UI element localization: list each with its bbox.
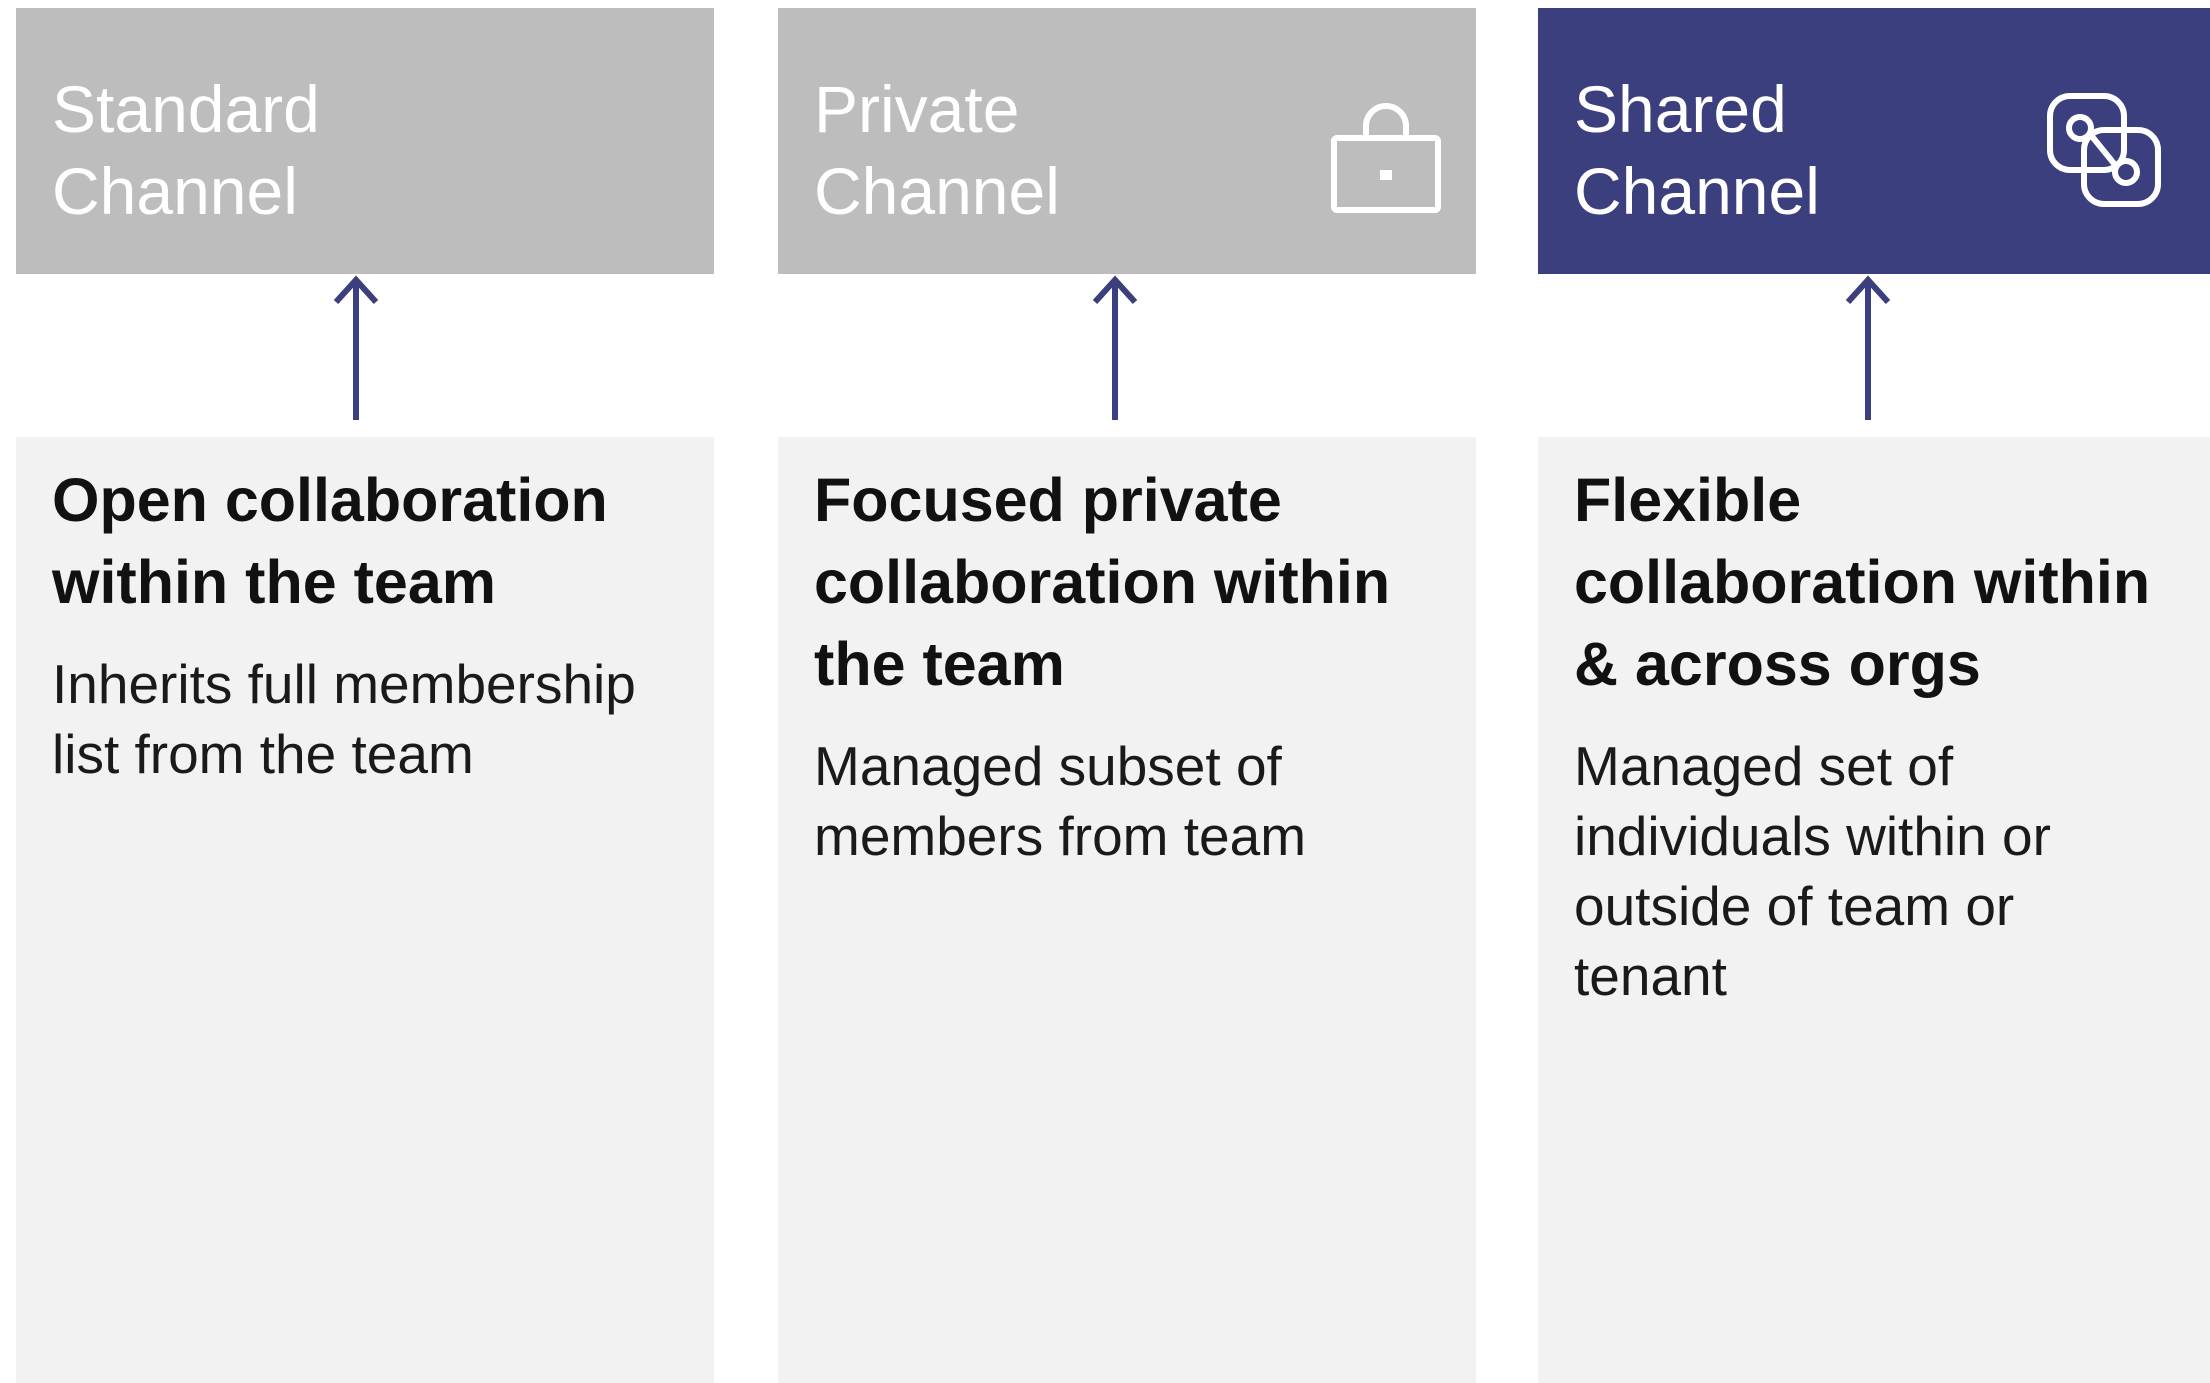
heading-line: Focused private (814, 466, 1282, 534)
title-line: Private (814, 72, 1020, 146)
description-line: Managed set of (1574, 735, 1954, 797)
standard-channel-description: Inherits full membership list from the t… (52, 649, 704, 789)
standard-channel-heading: Open collaboration within the team (52, 459, 704, 623)
heading-line: Open collaboration (52, 466, 608, 534)
standard-channel-title: Standard Channel (52, 68, 320, 232)
title-line: Shared (1574, 72, 1787, 146)
shared-channel-description: Managed set of individuals within or out… (1574, 731, 2200, 1011)
shared-channel-header: Shared Channel (1538, 8, 2210, 274)
title-line: Channel (814, 154, 1060, 228)
up-arrow-icon (333, 275, 379, 420)
shared-channel-heading: Flexible collaboration within & across o… (1574, 459, 2200, 705)
description-line: outside of team or (1574, 875, 2015, 937)
private-channel-heading: Focused private collaboration within the… (814, 459, 1466, 705)
description-line: Inherits full membership (52, 653, 636, 715)
shared-channel-title: Shared Channel (1574, 68, 1820, 232)
lock-icon (1331, 103, 1441, 213)
heading-line: within the team (52, 548, 496, 616)
title-line: Channel (1574, 154, 1820, 228)
description-line: tenant (1574, 945, 1727, 1007)
heading-line: & across orgs (1574, 630, 1981, 698)
heading-line: Flexible (1574, 466, 1802, 534)
heading-line: collaboration within (1574, 548, 2151, 616)
description-line: list from the team (52, 723, 474, 785)
heading-line: collaboration within (814, 548, 1391, 616)
title-line: Standard (52, 72, 320, 146)
shared-channel-panel: Flexible collaboration within & across o… (1538, 437, 2210, 1383)
private-channel-panel: Focused private collaboration within the… (778, 437, 1476, 1383)
title-line: Channel (52, 154, 298, 228)
standard-channel-panel: Open collaboration within the team Inher… (16, 437, 714, 1383)
up-arrow-icon (1845, 275, 1891, 420)
private-channel-column: Private Channel Focused private collabor… (778, 0, 1476, 1383)
standard-channel-header: Standard Channel (16, 8, 714, 274)
private-channel-header: Private Channel (778, 8, 1476, 274)
standard-channel-column: Standard Channel Open collaboration with… (16, 0, 714, 1383)
description-line: Managed subset of (814, 735, 1282, 797)
heading-line: the team (814, 630, 1065, 698)
description-line: individuals within or (1574, 805, 2051, 867)
shared-channel-column: Shared Channel Flexible collaboration wi… (1538, 0, 2210, 1383)
description-line: members from team (814, 805, 1307, 867)
private-channel-description: Managed subset of members from team (814, 731, 1466, 871)
up-arrow-icon (1092, 275, 1138, 420)
private-channel-title: Private Channel (814, 68, 1060, 232)
link-icon (2047, 93, 2161, 207)
